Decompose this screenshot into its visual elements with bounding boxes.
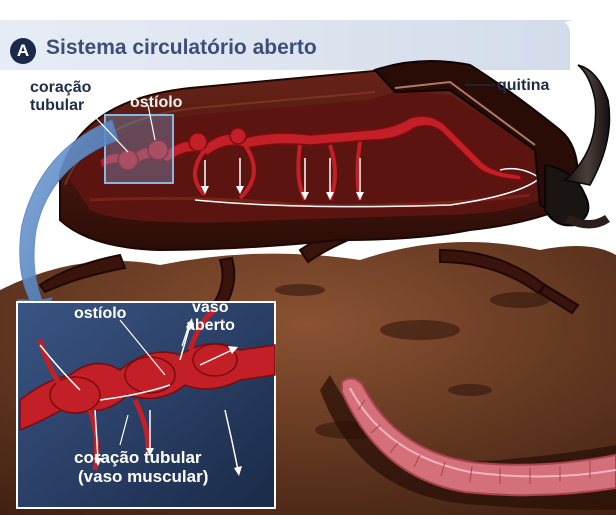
- section-badge: A: [10, 38, 36, 64]
- label-inset-coracao-line2: (vaso muscular): [78, 467, 209, 486]
- label-vaso-aberto-line1: vaso: [192, 299, 229, 316]
- label-ostiolo-top: ostíolo: [130, 94, 183, 111]
- inset-leaders: [119, 319, 191, 446]
- label-inset-coracao-line1: coração tubular: [74, 448, 202, 467]
- worm: [341, 377, 616, 497]
- top-band: [0, 0, 616, 20]
- heart-tube: [99, 115, 524, 181]
- zoom-box: [104, 114, 174, 184]
- inset-vessel: [19, 342, 276, 432]
- inset-arrows: [39, 324, 239, 471]
- flow-arrows-body: [194, 158, 542, 208]
- label-quitina: quitina: [497, 77, 550, 94]
- flow-arrowheads-body: [201, 186, 364, 200]
- label-coracao-tubular-line2: tubular: [30, 97, 85, 114]
- label-coracao-tubular-line1: coração: [30, 79, 92, 96]
- top-leaders: [95, 104, 156, 153]
- label-vaso-aberto-line2: aberto: [186, 317, 235, 334]
- worm-segments: [357, 399, 591, 484]
- beetle-horn: [563, 64, 611, 186]
- label-inset-ostiolo: ostíolo: [74, 305, 127, 322]
- diagram-title: Sistema circulatório aberto: [46, 36, 317, 59]
